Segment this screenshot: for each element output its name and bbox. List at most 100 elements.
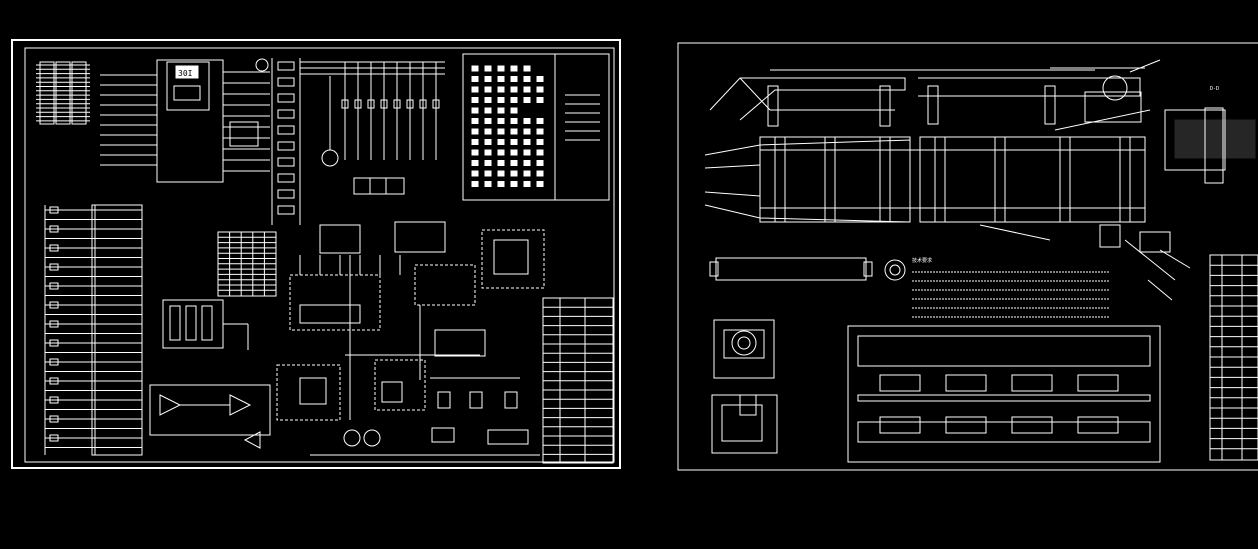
ladder-contact <box>49 415 59 423</box>
terminal-ticks <box>36 64 90 122</box>
panel-button <box>510 139 518 145</box>
inverter-box: 30I <box>156 58 269 183</box>
panel-button <box>484 160 492 166</box>
panel-button <box>497 139 505 145</box>
ladder-contact <box>49 282 59 290</box>
frame-block <box>1077 374 1119 392</box>
crossbar <box>1059 136 1071 223</box>
relay-column <box>271 58 301 225</box>
ladder-contact <box>49 206 59 214</box>
section-label: D-D <box>1210 86 1219 92</box>
frame-block <box>1077 416 1119 434</box>
plan-view <box>704 136 1171 253</box>
crossbar <box>1119 136 1131 223</box>
panel-button <box>536 118 544 124</box>
control-panel-layout <box>462 53 610 201</box>
hydraulic-circuit <box>276 221 545 456</box>
technical-notes: 技术要求 <box>912 257 932 264</box>
sheet-outer-frame <box>11 39 621 469</box>
relay-coil <box>277 205 295 215</box>
notes-lines <box>912 271 1110 318</box>
ladder-contact <box>49 339 59 347</box>
parts-list-rows <box>543 306 613 455</box>
panel-button <box>497 128 505 135</box>
panel-button <box>510 170 518 177</box>
panel-button <box>510 86 518 93</box>
panel-button <box>536 170 544 177</box>
panel-button <box>536 86 544 93</box>
terminal-block <box>39 61 87 125</box>
valve-symbol <box>353 177 405 195</box>
rectifier-block <box>162 299 249 350</box>
panel-button <box>523 97 531 103</box>
panel-button <box>471 76 479 82</box>
relay-coil <box>277 77 295 87</box>
contact <box>354 99 362 109</box>
panel-button <box>523 76 531 82</box>
frame-block <box>879 374 921 392</box>
panel-button <box>471 65 479 72</box>
display-label: 30I <box>178 69 193 78</box>
panel-buttons <box>471 65 544 187</box>
panel-button <box>523 181 531 187</box>
panel-button <box>523 65 531 72</box>
relay-coil <box>277 189 295 199</box>
panel-button <box>510 149 518 156</box>
frame-block <box>945 416 987 434</box>
panel-button <box>510 76 518 82</box>
ladder-contact <box>49 263 59 271</box>
contact <box>341 99 349 109</box>
ladder-contact <box>49 434 59 442</box>
schematic-sheet: 30I <box>11 39 621 469</box>
panel-button <box>484 118 492 124</box>
panel-button <box>497 181 505 187</box>
panel-button <box>536 139 544 145</box>
panel-button <box>536 128 544 135</box>
relay-boxes <box>277 61 295 215</box>
sheet-frame <box>677 42 1258 471</box>
hydraulic-details <box>299 255 401 275</box>
panel-button <box>510 128 518 135</box>
sheet-inner-frame <box>24 47 615 463</box>
contact <box>419 99 427 109</box>
contact <box>393 99 401 109</box>
front-elevation <box>709 67 1145 127</box>
panel-button <box>497 76 505 82</box>
panel-button <box>497 97 505 103</box>
panel-button <box>510 118 518 124</box>
panel-button <box>536 181 544 187</box>
ladder-contact <box>49 244 59 252</box>
panel-button <box>536 76 544 82</box>
panel-button <box>523 128 531 135</box>
frame-block <box>879 416 921 434</box>
panel-button <box>510 160 518 166</box>
inverter-wiring <box>100 71 270 172</box>
crossbar <box>824 136 836 223</box>
panel-button <box>471 139 479 145</box>
relay-coil <box>277 141 295 151</box>
panel-button <box>484 97 492 103</box>
panel-button <box>484 149 492 156</box>
panel-button <box>484 86 492 93</box>
crossbar <box>879 136 891 223</box>
panel-button <box>523 149 531 156</box>
panel-button <box>471 149 479 156</box>
panel-button <box>497 65 505 72</box>
panel-button <box>510 97 518 103</box>
panel-button <box>484 128 492 135</box>
panel-button <box>523 160 531 166</box>
relay-coil <box>277 157 295 167</box>
contact <box>406 99 414 109</box>
panel-button <box>471 107 479 114</box>
panel-button <box>484 107 492 114</box>
panel-button <box>497 107 505 114</box>
contact <box>432 99 440 109</box>
plan-crossbars <box>774 136 1131 223</box>
relay-coil <box>277 109 295 119</box>
crossbar <box>774 136 786 223</box>
ladder-contact <box>49 396 59 404</box>
panel-button <box>484 170 492 177</box>
contact <box>380 99 388 109</box>
roller-detail <box>709 257 906 281</box>
leader-lines <box>979 59 1191 301</box>
